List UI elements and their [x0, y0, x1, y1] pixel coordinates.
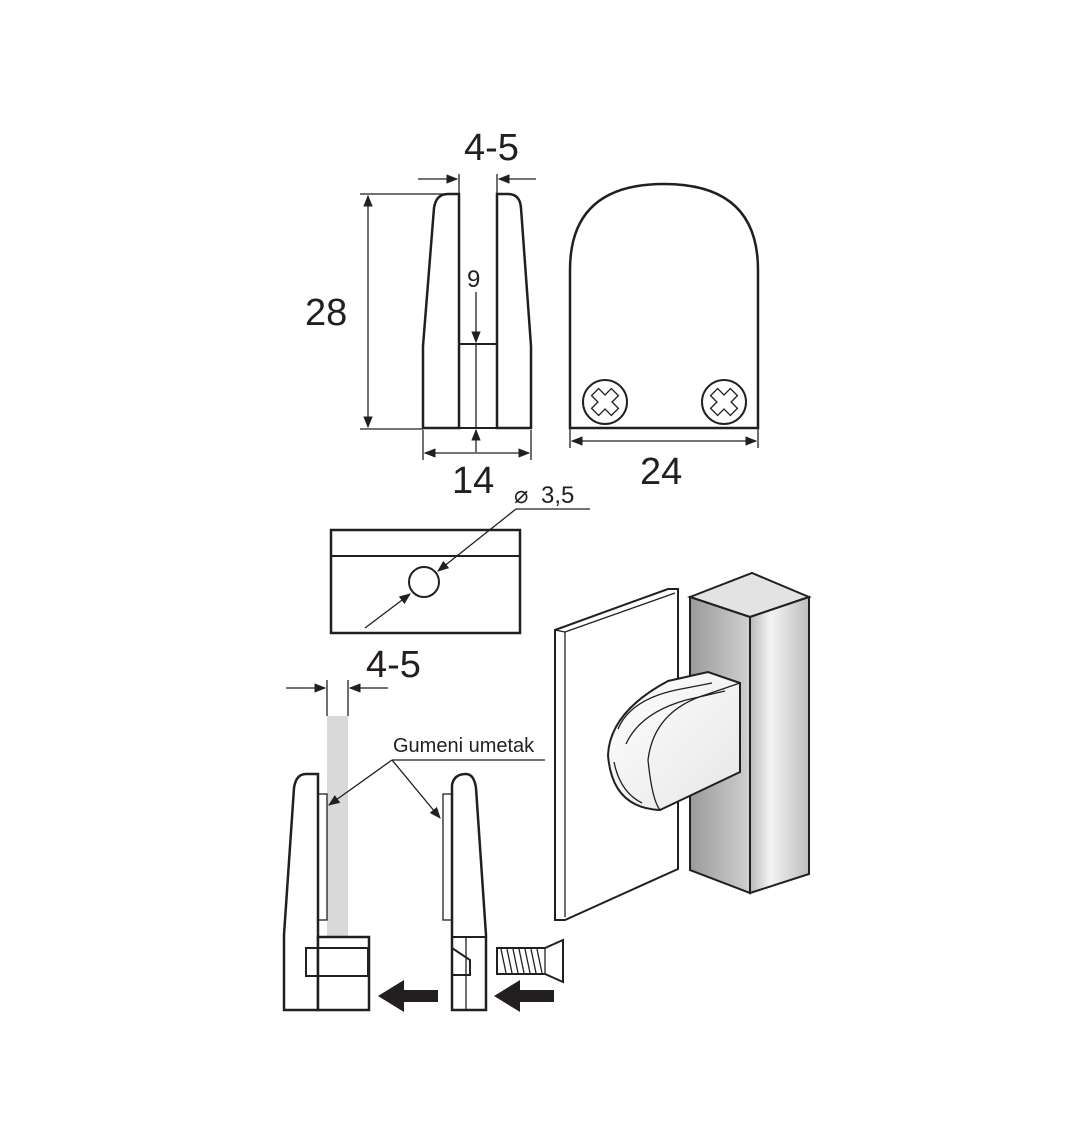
rubber-insert-view [329, 508, 590, 635]
dimension-hole-diameter: 3,5 [541, 482, 574, 509]
dimension-slot-depth: 9 [467, 266, 480, 293]
screw-left-icon [582, 379, 628, 425]
isometric-view [554, 571, 812, 921]
assembly-section [282, 680, 564, 1012]
countersunk-screw-icon [496, 938, 564, 984]
rubber-insert-label: Gumeni umetak [393, 735, 535, 757]
dimension-height: 28 [305, 292, 347, 334]
dimension-base-width: 14 [452, 460, 494, 502]
dimension-slot-width-bottom: 4-5 [366, 644, 421, 686]
assembly-arrow-right-icon [494, 980, 554, 1012]
dimension-front-width: 24 [640, 451, 682, 493]
dimension-slot-width-top: 4-5 [464, 127, 519, 169]
front-view [568, 182, 760, 448]
side-view [360, 174, 536, 460]
assembly-arrow-left-icon [378, 980, 438, 1012]
diameter-icon: ⌀ [514, 482, 528, 509]
screw-right-icon [701, 379, 747, 425]
